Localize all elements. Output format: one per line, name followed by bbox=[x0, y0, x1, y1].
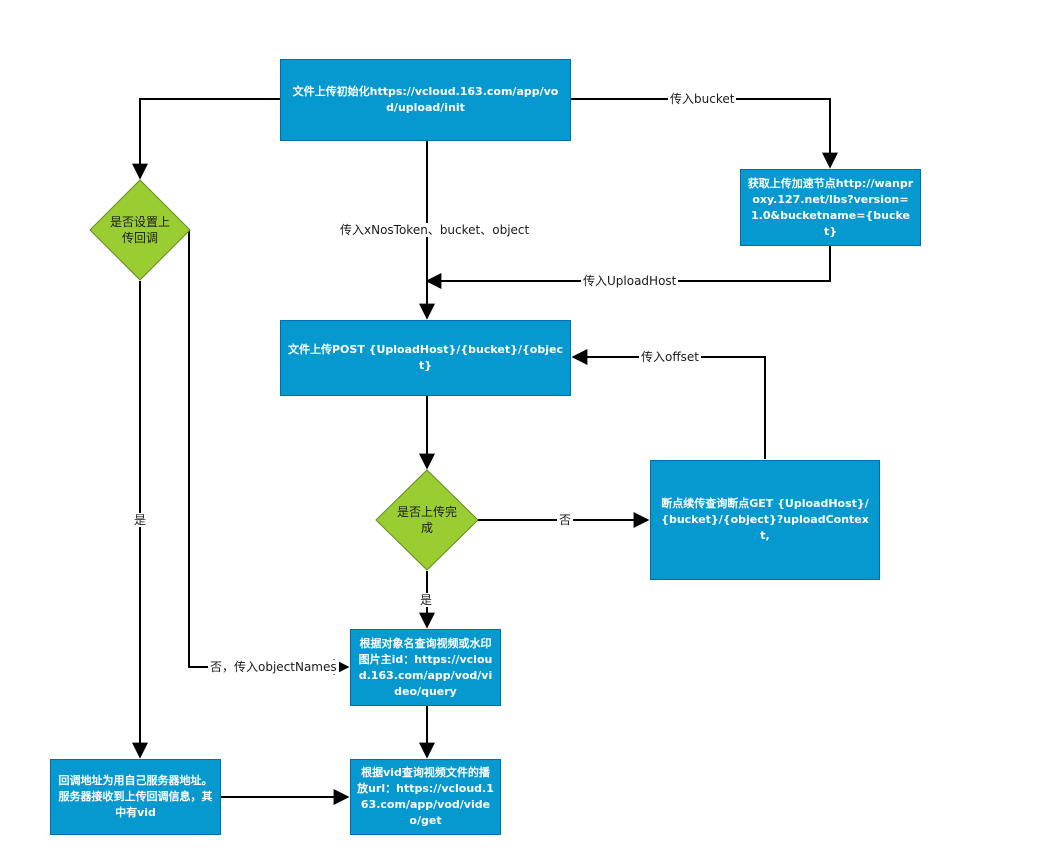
resume-query-text: 断点续传查询断点GET {UploadHost}/{bucket}/{objec… bbox=[661, 497, 869, 542]
upload-post-box: 文件上传POST {UploadHost}/{bucket}/{object} bbox=[280, 320, 571, 396]
upload-done-decision-text: 是否上传完成 bbox=[396, 505, 457, 535]
edge-label-pass-token: 传入xNosToken、bucket、object bbox=[338, 223, 532, 237]
query-video-id-text: 根据对象名查询视频或水印图片主id：https://vcloud.163.com… bbox=[358, 636, 493, 698]
edge-label-yes-callback: 是 bbox=[132, 513, 149, 527]
callback-address-text: 回调地址为用自己服务器地址。服务器接收到上传回调信息，其中有vid bbox=[58, 774, 213, 819]
edge-label-no-upload: 否 bbox=[557, 513, 574, 527]
callback-decision-text: 是否设置上传回调 bbox=[109, 215, 170, 245]
get-play-url-box: 根据vid查询视频文件的播放url：https://vcloud.163.com… bbox=[350, 759, 501, 835]
edge-label-yes-upload: 是 bbox=[418, 593, 435, 607]
resume-query-box: 断点续传查询断点GET {UploadHost}/{bucket}/{objec… bbox=[650, 460, 880, 580]
edge-label-pass-offset: 传入offset bbox=[639, 350, 701, 364]
upload-post-text: 文件上传POST {UploadHost}/{bucket}/{object} bbox=[287, 343, 563, 372]
edge-label-pass-bucket: 传入bucket bbox=[668, 92, 737, 106]
edge-init-to-callback-decision bbox=[132, 98, 280, 180]
callback-decision-shape bbox=[89, 179, 191, 281]
get-play-url-text: 根据vid查询视频文件的播放url：https://vcloud.163.com… bbox=[357, 766, 494, 827]
upload-done-decision-shape bbox=[375, 469, 479, 571]
query-video-id-box: 根据对象名查询视频或水印图片主id：https://vcloud.163.com… bbox=[350, 629, 501, 706]
lbs-node-box: 获取上传加速节点http://wanproxy.127.net/lbs?vers… bbox=[740, 169, 921, 246]
init-upload-text: 文件上传初始化https://vcloud.163.com/app/vod/up… bbox=[292, 85, 559, 114]
edge-lbs-to-upload bbox=[425, 246, 831, 289]
edge-resume-to-upload bbox=[571, 349, 766, 459]
init-upload-box: 文件上传初始化https://vcloud.163.com/app/vod/up… bbox=[280, 59, 571, 141]
upload-done-decision-label: 是否上传完成 bbox=[392, 505, 462, 535]
lbs-node-text: 获取上传加速节点http://wanproxy.127.net/lbs?vers… bbox=[747, 176, 914, 238]
callback-decision-label: 是否设置上传回调 bbox=[108, 214, 172, 246]
edge-label-no-callback: 否，传入objectNames bbox=[208, 660, 339, 674]
edge-init-to-lbs bbox=[571, 98, 838, 169]
edge-label-pass-upload-host: 传入UploadHost bbox=[581, 274, 679, 288]
edge-callback-no-to-query bbox=[188, 229, 350, 675]
callback-address-box: 回调地址为用自己服务器地址。服务器接收到上传回调信息，其中有vid bbox=[50, 759, 221, 835]
